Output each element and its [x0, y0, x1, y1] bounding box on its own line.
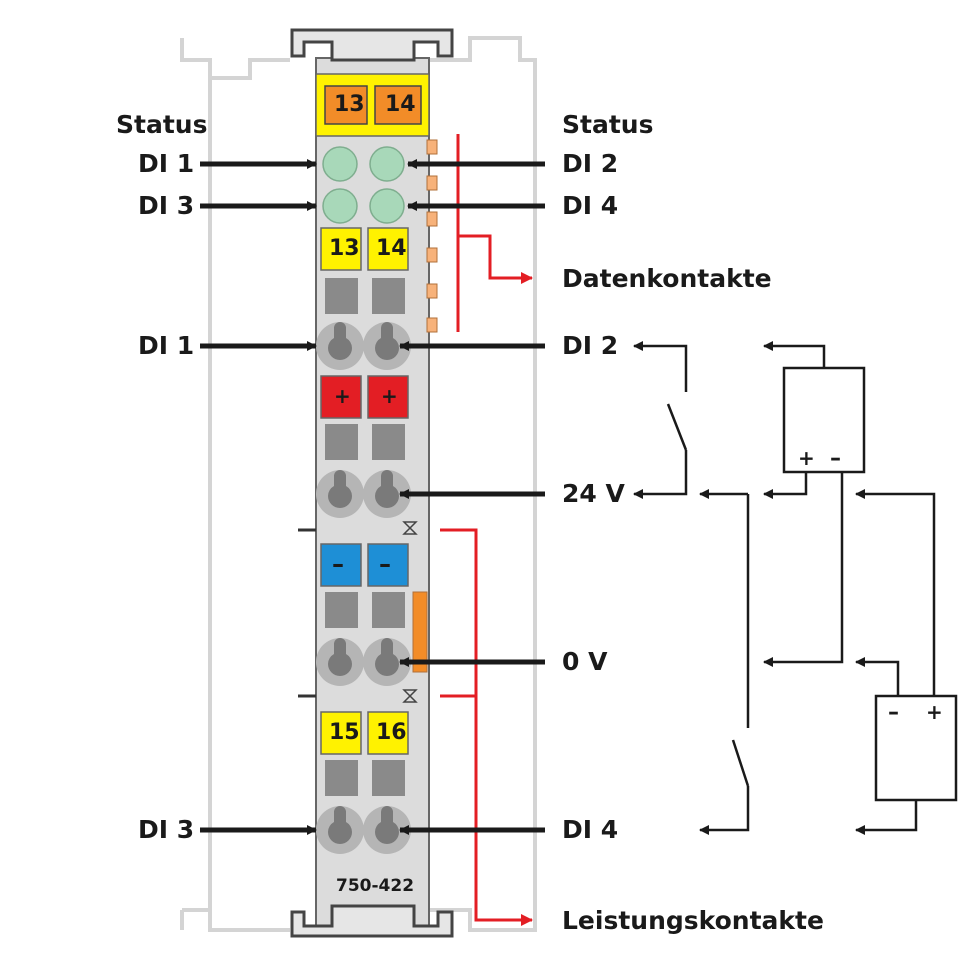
- top-marker-14: 14: [385, 92, 416, 117]
- led-di3-label: DI 3: [138, 191, 195, 220]
- terminal-group-1: [316, 278, 411, 370]
- led-di2: [369, 146, 405, 182]
- top-marker-13: 13: [334, 92, 365, 117]
- terminal-marker-13: 13: [329, 236, 360, 261]
- terminal-di4-label: DI 4: [562, 815, 619, 844]
- terminal-marker-14: 14: [376, 236, 407, 261]
- right-arrows: [399, 159, 545, 835]
- status-leds: [322, 146, 405, 224]
- voltage-24v-label: 24 V: [562, 479, 625, 508]
- terminal-group-4: [316, 760, 411, 854]
- terminal-marker-16: 16: [376, 720, 407, 745]
- datenkontakte-bracket: [456, 134, 533, 332]
- upper-source-plus: +: [798, 446, 815, 470]
- part-number: 750-422: [336, 876, 415, 896]
- led-di4-label: DI 4: [562, 191, 619, 220]
- leistungskontakte-bracket: [440, 528, 533, 926]
- status-left-label: Status: [116, 110, 208, 139]
- wiring-schematic: [633, 341, 958, 835]
- terminal-di3-label: DI 3: [138, 815, 195, 844]
- terminal-marker-15: 15: [329, 720, 360, 745]
- data-contacts: [426, 139, 438, 333]
- lower-source-minus: –: [888, 700, 899, 725]
- plus-marker-right: +: [381, 384, 398, 408]
- terminal-group-2: [316, 424, 411, 518]
- upper-source-minus: –: [830, 446, 841, 471]
- upper-voltage-source: [782, 366, 866, 474]
- leistungskontakte-label: Leistungskontakte: [562, 906, 824, 935]
- status-right-label: Status: [562, 110, 654, 139]
- led-di4: [369, 188, 405, 224]
- led-di2-label: DI 2: [562, 149, 619, 178]
- datenkontakte-label: Datenkontakte: [562, 264, 772, 293]
- terminal-group-3: [316, 592, 411, 686]
- led-di3: [322, 188, 358, 224]
- terminal-di1-label: DI 1: [138, 331, 195, 360]
- lower-source-plus: +: [926, 700, 943, 724]
- minus-marker-left: –: [332, 550, 344, 578]
- led-di1-label: DI 1: [138, 149, 195, 178]
- left-arrows: [200, 159, 317, 835]
- plus-marker-left: +: [334, 384, 351, 408]
- terminal-di2-label: DI 2: [562, 331, 619, 360]
- led-di1: [322, 146, 358, 182]
- top-marker-group: [324, 85, 422, 125]
- minus-marker-right: –: [379, 550, 391, 578]
- voltage-0v-label: 0 V: [562, 647, 608, 676]
